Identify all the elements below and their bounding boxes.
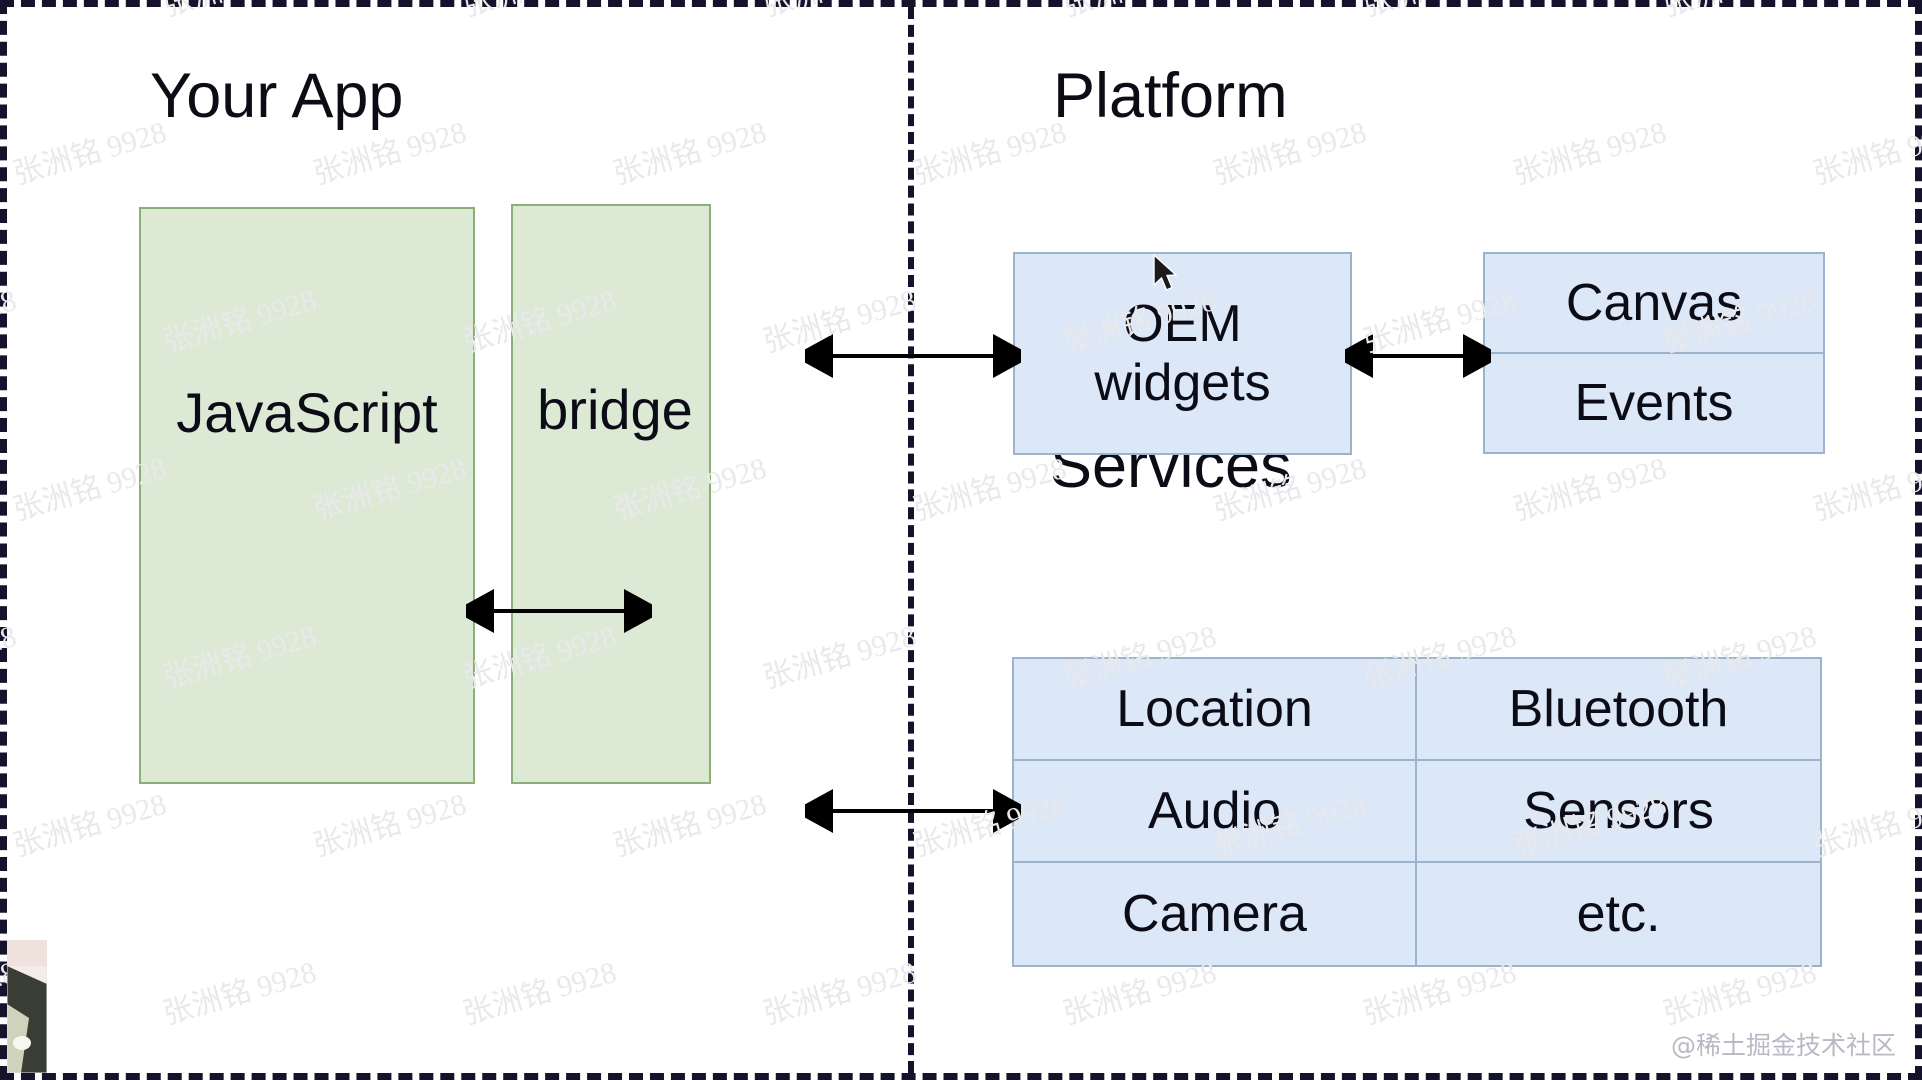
bridge-box-label: bridge [537,377,693,441]
service-cell-etc[interactable]: etc. [1417,863,1820,965]
javascript-box-label: JavaScript [176,381,438,444]
double-arrow-bridge-oem [805,334,1021,378]
service-label-sensors: Sensors [1523,782,1714,840]
service-cell-audio[interactable]: Audio [1014,761,1417,863]
events-label: Events [1574,374,1734,432]
oem-widgets-label-line1: OEM [1123,295,1242,354]
service-cell-bluetooth[interactable]: Bluetooth [1417,659,1820,761]
mouse-cursor-icon [1153,254,1178,291]
services-grid: Location Bluetooth Audio Sensors Camera … [1012,657,1822,967]
bridge-box[interactable]: bridge [511,204,711,784]
oem-widgets-box[interactable]: OEM widgets [1013,252,1352,455]
oem-widgets-label-line2: widgets [1094,353,1271,412]
service-label-bluetooth: Bluetooth [1508,680,1729,738]
canvas-events-box: Canvas Events [1483,252,1825,454]
section-title-platform: Platform [1053,61,1288,131]
vertical-divider [908,7,914,1073]
javascript-box[interactable]: JavaScript [139,207,475,784]
service-label-audio: Audio [1148,782,1281,840]
service-label-etc: etc. [1576,885,1661,943]
double-arrow-oem-canvas [1345,334,1491,378]
service-cell-sensors[interactable]: Sensors [1417,761,1820,863]
service-cell-camera[interactable]: Camera [1014,863,1417,965]
section-title-your-app: Your App [150,61,404,131]
double-arrow-bridge-services [805,789,1021,833]
service-label-camera: Camera [1122,885,1307,943]
canvas-cell[interactable]: Canvas [1485,254,1823,352]
service-cell-location[interactable]: Location [1014,659,1417,761]
canvas-label: Canvas [1565,274,1743,332]
service-label-location: Location [1116,680,1313,738]
webcam-pip-image [7,940,47,1073]
webcam-pip-overlay [7,940,47,1073]
double-arrow-javascript-bridge [466,589,652,633]
brand-watermark: @稀土掘金技术社区 [1670,1031,1896,1060]
events-cell[interactable]: Events [1485,352,1823,452]
